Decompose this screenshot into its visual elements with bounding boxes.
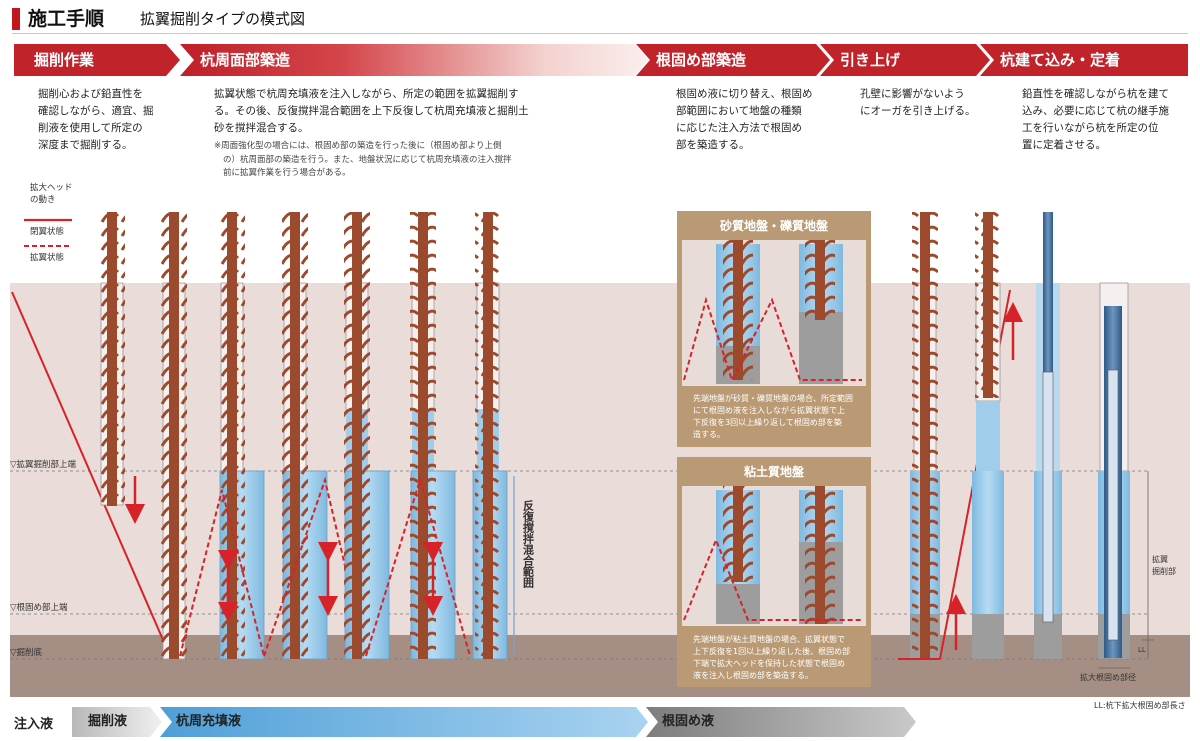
step2-line: 砂を撹拌混合する。	[214, 122, 309, 134]
step4-line: にオーガを引き上げる。	[860, 105, 976, 117]
step2-description: 拡翼状態で杭周充填液を注入しながら、所定の範囲を拡翼掘削す る。その後、反復撹拌…	[214, 86, 529, 137]
auger-column-3	[179, 212, 265, 660]
auger-column-4	[263, 212, 367, 660]
withdrawal-column-1	[898, 212, 1011, 660]
auger-column-7	[472, 212, 508, 660]
construction-diagram: ▽拡翼掘削部上端 ▽根固め部上端 ▽掘削底 拡大ヘッド の動き 閉翼状態 拡翼状…	[10, 182, 1190, 697]
title-accent-bar	[12, 8, 20, 30]
auger-column-1	[99, 212, 145, 524]
ll-note: LL:杭下拡大根固め部長さ	[1094, 701, 1186, 710]
svg-text:先端地盤が粘土質地盤の場合、拡翼状態で 上下反復: 先端地盤が粘土質地盤の場合、拡翼状態で 上下反復を1回以上繰り返した後、根固め部…	[693, 634, 853, 680]
step5-line: 込み、必要に応じて杭の継手施	[1022, 105, 1169, 117]
step2-line: 拡翼状態で杭周充填液を注入しながら、所定の範囲を拡翼掘削す	[214, 88, 519, 100]
step3-description: 根固め液に切り替え、根固め 部範囲において地盤の種類 に応じた注入方法で根固め …	[676, 86, 813, 154]
step3-line: に応じた注入方法で根固め	[676, 122, 802, 134]
step5-line: 鉛直性を確認しながら杭を建て	[1022, 88, 1169, 100]
legend-open-label: 拡翼状態	[30, 252, 64, 263]
sand-panel-text: にて根固め液を注入しながら拡翼状態で上	[693, 405, 845, 415]
level-label-bottom: ▽掘削底	[10, 647, 43, 658]
expanded-label: 掘削部	[1152, 566, 1176, 576]
header-divider	[12, 33, 1188, 34]
step-root-construction: 根固め部築造	[636, 44, 830, 76]
step5-line: 工を行いながら杭を所定の位	[1022, 122, 1159, 134]
step5-line: 置に定着させる。	[1022, 139, 1106, 151]
step2-note-line: の）杭周面部の築造を行う。また、地盤状況に応じて杭周充填液の注入撹拌	[223, 154, 512, 165]
step1-description: 掘削心および鉛直性を 確認しながら、適宜、掘 削液を使用して所定の 深度まで掘削…	[38, 86, 154, 154]
page-subtitle: 拡翼掘削タイプの模式図	[140, 10, 306, 28]
auger-column-5	[344, 212, 390, 660]
head-path-closed	[11, 291, 171, 657]
clay-ground-panel: 粘土質地盤 先端地盤が粘土質地盤の場合、拡翼状態で 上下反復を1回以上繰り返した…	[677, 457, 871, 687]
step3-line: 部範囲において地盤の種類	[676, 105, 802, 117]
level-label-root-top: ▽根固め部上端	[10, 602, 68, 613]
legend-closed-label: 閉翼状態	[30, 226, 64, 237]
sand-panel-title: 砂質地盤・礫質地盤	[719, 218, 829, 233]
sand-panel-text: 先端地盤が砂質・礫質地盤の場合、所定範囲	[693, 393, 853, 403]
step2-note: ※周面強化型の場合には、根固め部の築造を行った後に（根固め部より上側 の）杭周面…	[214, 140, 512, 181]
step2-line: る。その後、反復撹拌混合範囲を上下反復して杭周充填液と掘削土	[214, 105, 529, 117]
step-pile-setting: 杭建て込み・定着	[980, 44, 1188, 76]
sand-panel-text: 下反復を3回以上繰り返して根固め部を築	[693, 417, 842, 427]
page-title: 施工手順	[28, 8, 105, 30]
injection-label: 注入液	[14, 717, 54, 732]
clay-panel-text: 下端で拡大ヘッドを保持した状態で根固め	[693, 658, 845, 668]
flow-excavation-liquid: 掘削液	[72, 707, 162, 737]
step3-line: 根固め液に切り替え、根固め	[676, 88, 813, 100]
flow-root-liquid: 根固め液	[646, 707, 916, 737]
step1-line: 深度まで掘削する。	[38, 139, 133, 151]
flow-shaft-filling-liquid: 杭周充填液	[160, 707, 648, 737]
step1-line: 削液を使用して所定の	[38, 122, 143, 134]
clay-panel-text: 先端地盤が粘土質地盤の場合、拡翼状態で	[693, 634, 845, 644]
withdrawal-column-2	[972, 212, 1023, 659]
step1-line: 確認しながら、適宜、掘	[38, 105, 154, 117]
auger-column-6	[365, 212, 471, 660]
sand-ground-panel: 砂質地盤・礫質地盤 先端地盤が砂質・礫質地盤の場合、所定範囲 にて根固め液を注入…	[677, 211, 871, 447]
sand-panel-text: 造する。	[693, 429, 725, 439]
svg-text:先端地盤が砂質・礫質地盤の場合、所定範囲 にて根: 先端地盤が砂質・礫質地盤の場合、所定範囲 にて根固め液を注入しながら拡翼状態で上…	[693, 393, 856, 439]
legend-title: の動き	[30, 194, 56, 205]
repeat-range-label: 反復撹拌混合範囲	[522, 499, 536, 589]
step5-description: 鉛直性を確認しながら杭を建て 込み、必要に応じて杭の継手施 工を行いながら杭を所…	[1022, 86, 1169, 154]
ll-label: LL	[1138, 646, 1146, 654]
step-excavation: 掘削作業	[14, 44, 180, 76]
level-label-top: ▽拡翼掘削部上端	[10, 459, 77, 470]
root-diameter-label: 拡大根固め部径	[1080, 672, 1136, 682]
step2-note-line: 前に拡翼作業を行う場合がある。	[223, 168, 351, 178]
step4-line: 孔壁に影響がないよう	[860, 88, 965, 100]
clay-panel-title: 粘土質地盤	[744, 464, 805, 479]
legend: 拡大ヘッド の動き 閉翼状態 拡翼状態	[24, 182, 73, 263]
legend-title: 拡大ヘッド	[30, 182, 73, 193]
step4-description: 孔壁に影響がないよう にオーガを引き上げる。	[860, 86, 976, 120]
step1-line: 掘削心および鉛直性を	[38, 88, 143, 100]
pile-column-2: 拡翼 掘削部 LL 拡大根固め部径	[1080, 282, 1176, 682]
step-withdrawal: 引き上げ	[820, 44, 990, 76]
step-shaft-construction: 杭周面部築造	[180, 44, 648, 76]
step2-note-line: ※周面強化型の場合には、根固め部の築造を行った後に（根固め部より上側	[214, 141, 502, 151]
clay-panel-text: 液を注入し根固め部を築造する。	[693, 670, 813, 680]
auger-column-2	[161, 212, 187, 660]
expanded-label: 拡翼	[1152, 554, 1168, 564]
pile-column-1	[1034, 212, 1062, 659]
step3-line: 部を築造する。	[676, 139, 750, 151]
clay-panel-text: 上下反復を1回以上繰り返した後、根固め部	[693, 646, 850, 656]
